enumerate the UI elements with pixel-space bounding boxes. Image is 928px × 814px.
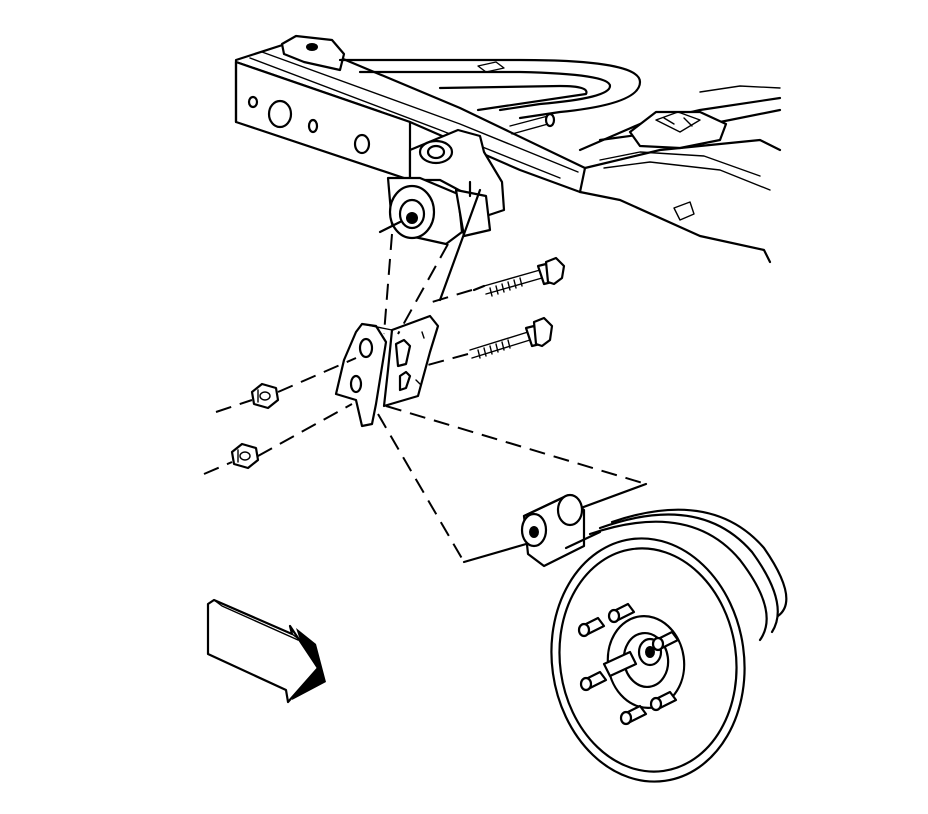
frame-bushing-bracket xyxy=(386,128,506,246)
hanger-nut-lower xyxy=(230,442,260,470)
rear-brake-drum-hub xyxy=(550,508,788,783)
wheel-stud xyxy=(619,704,648,726)
hanger-bolt-upper xyxy=(472,256,566,297)
wheel-stud xyxy=(649,690,678,712)
hanger-bolt-lower xyxy=(469,316,554,359)
spring-eye-bushing xyxy=(520,493,586,568)
rail-hole-small xyxy=(307,118,319,134)
rail-hole-small xyxy=(247,95,259,109)
leaf-spring-front-hanger-bracket xyxy=(334,314,440,428)
wheel-stud xyxy=(579,670,608,692)
wheel-stud xyxy=(607,602,636,624)
front-direction-arrow-icon xyxy=(206,598,326,704)
assembly-guide-lines xyxy=(203,233,647,563)
wheel-stud xyxy=(577,616,606,638)
rail-hole-medium xyxy=(353,133,371,155)
wheel-stud xyxy=(651,630,680,652)
hanger-nut-upper xyxy=(250,382,280,410)
rail-hole-large xyxy=(267,99,293,129)
frame-rail xyxy=(234,34,782,264)
